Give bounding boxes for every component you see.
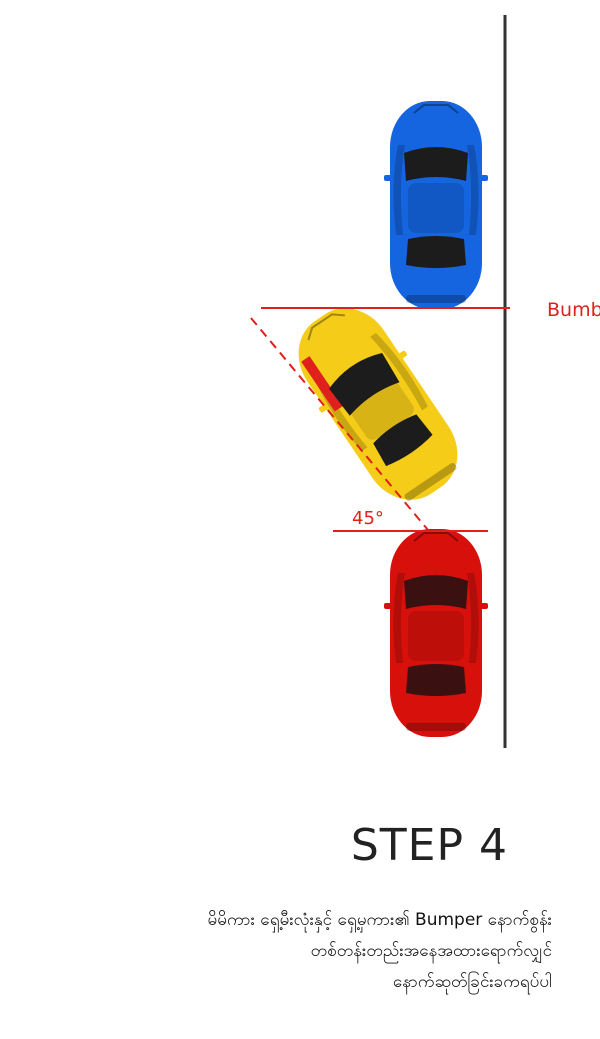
angle-label: 45° xyxy=(352,508,384,529)
step-caption: မိမိကား ရှေ့မီးလုံးနှင့် ရှေ့မှကား၏ Bump… xyxy=(32,905,552,998)
bumper-label: Bumb xyxy=(547,299,600,321)
caption-line: တစ်တန်းတည်းအနေအထားရောက်လျှင် xyxy=(310,941,552,961)
caption-line: မိမိကား ရှေ့မီးလုံးနှင့် ရှေ့မှကား၏ Bump… xyxy=(207,910,552,930)
own-car-yellow xyxy=(275,287,481,521)
front-car-blue xyxy=(383,100,489,310)
caption-line: နောက်ဆုတ်ခြင်းခကရပ်ပါ xyxy=(392,972,552,992)
step-title: STEP 4 xyxy=(350,820,508,871)
rear-car-red xyxy=(383,528,489,738)
angle-guide-dashed xyxy=(250,317,429,531)
